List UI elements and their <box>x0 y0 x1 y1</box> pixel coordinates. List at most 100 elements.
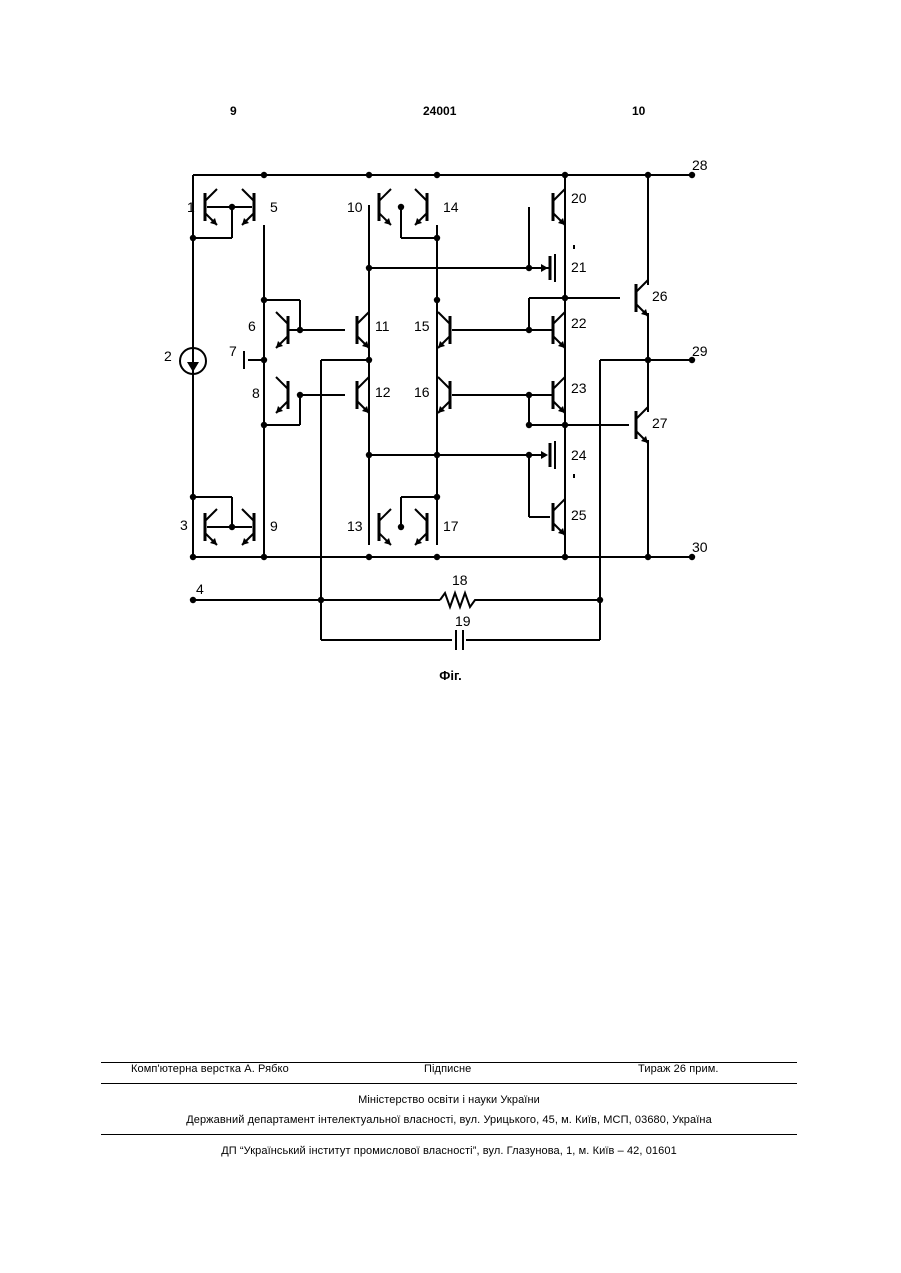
junction-dot-11 <box>297 327 303 333</box>
label-c19: 19 <box>455 613 471 629</box>
label-r18: 18 <box>452 572 468 588</box>
label-t23: 23 <box>571 380 587 396</box>
label-t12: 12 <box>375 384 391 400</box>
label-t24: 24 <box>571 447 587 463</box>
label-t6: 6 <box>248 318 256 334</box>
label-t9: 9 <box>270 518 278 534</box>
label-t17: 17 <box>443 518 459 534</box>
transistor-t23-collector <box>553 377 565 389</box>
junction-dot-17 <box>434 297 440 303</box>
transistor-t22-collector <box>553 312 565 324</box>
label-t14: 14 <box>443 199 459 215</box>
label-t26: 26 <box>652 288 668 304</box>
junction-dot-31 <box>398 524 404 530</box>
fet-24-gate-arrow <box>541 451 548 459</box>
footer-institute: ДП “Український інститут промислової вла… <box>101 1145 797 1157</box>
junction-dot-36 <box>434 554 440 560</box>
junction-dot-19 <box>434 452 440 458</box>
transistor-t5-collector <box>242 189 254 201</box>
junction-dot-35 <box>366 554 372 560</box>
transistor-t3-collector <box>205 509 217 521</box>
label-t3: 3 <box>180 517 188 533</box>
fet-21-gate-arrow <box>541 264 548 272</box>
transistor-t6-collector <box>276 312 288 324</box>
label-t15: 15 <box>414 318 430 334</box>
transistor-t14-collector <box>415 189 427 201</box>
label-n7: 7 <box>229 343 237 359</box>
transistor-t10-collector <box>379 189 391 201</box>
footer-circulation: Тираж 26 прим. <box>638 1063 719 1075</box>
junction-dot-4 <box>645 172 651 178</box>
resistor-18 <box>440 593 480 607</box>
junction-dot-32 <box>434 494 440 500</box>
label-t5: 5 <box>270 199 278 215</box>
transistor-t20-collector <box>553 189 565 201</box>
transistor-t13-collector <box>379 509 391 521</box>
label-t21: 21 <box>571 259 587 275</box>
junction-dot-6 <box>190 235 196 241</box>
junction-dot-27 <box>645 357 651 363</box>
footer-layout-credit: Комп'ютерна верстка А. Рябко <box>131 1063 289 1075</box>
transistor-t25-collector <box>553 499 565 511</box>
junction-dot-18 <box>366 452 372 458</box>
transistor-t17-collector <box>415 509 427 521</box>
junction-dot-42 <box>597 597 603 603</box>
junction-dot-33 <box>190 554 196 560</box>
junction-dot-30 <box>229 524 235 530</box>
label-n28: 28 <box>692 157 708 173</box>
label-t1: 1 <box>187 199 195 215</box>
junction-dot-2 <box>434 172 440 178</box>
junction-dot-8 <box>398 204 404 210</box>
label-t11: 11 <box>375 318 390 334</box>
junction-dot-26 <box>526 452 532 458</box>
footer-rule-bottom <box>101 1134 797 1135</box>
transistor-t1-collector <box>205 189 217 201</box>
transistor-t26-collector <box>636 280 648 292</box>
circuit-schematic: 1 5 10 14 20 28 21 26 6 11 15 22 2 7 29 … <box>0 0 901 700</box>
junction-dot-34 <box>261 554 267 560</box>
junction-dot-0 <box>261 172 267 178</box>
junction-dot-3 <box>562 172 568 178</box>
figure-caption: Фіг. <box>0 668 901 683</box>
junction-dot-16 <box>366 357 372 363</box>
junction-dot-14 <box>297 392 303 398</box>
junction-dot-9 <box>434 235 440 241</box>
transistor-t27-collector <box>636 407 648 419</box>
label-t13: 13 <box>347 518 363 534</box>
footer-department: Державний департамент інтелектуальної вл… <box>101 1114 797 1126</box>
junction-dot-41 <box>318 597 324 603</box>
junction-dot-20 <box>526 265 532 271</box>
footer-ministry: Міністерство освіти і науки України <box>101 1094 797 1106</box>
label-n30: 30 <box>692 539 708 555</box>
junction-dot-25 <box>562 422 568 428</box>
junction-dot-1 <box>366 172 372 178</box>
junction-dot-38 <box>645 554 651 560</box>
junction-dot-40 <box>190 597 196 603</box>
transistor-t11-collector <box>357 312 369 324</box>
junction-dot-12 <box>261 357 267 363</box>
transistor-t16-collector <box>438 377 450 389</box>
footer-signed: Підписне <box>424 1063 471 1075</box>
junction-dot-24 <box>526 422 532 428</box>
label-t20: 20 <box>571 190 587 206</box>
junction-dot-37 <box>562 554 568 560</box>
label-t25: 25 <box>571 507 587 523</box>
footer-rule-middle <box>101 1083 797 1084</box>
label-t8: 8 <box>252 385 260 401</box>
junction-dot-13 <box>261 422 267 428</box>
transistor-t15-collector <box>438 312 450 324</box>
label-n2: 2 <box>164 348 172 364</box>
transistor-t8-collector <box>276 377 288 389</box>
label-n29: 29 <box>692 343 708 359</box>
junction-dot-22 <box>526 327 532 333</box>
label-t10: 10 <box>347 199 363 215</box>
junction-dot-7 <box>229 204 235 210</box>
junction-dot-10 <box>261 297 267 303</box>
label-t27: 27 <box>652 415 668 431</box>
label-t22: 22 <box>571 315 587 331</box>
junction-dot-23 <box>526 392 532 398</box>
label-t16: 16 <box>414 384 430 400</box>
junction-dot-21 <box>562 295 568 301</box>
transistor-t12-collector <box>357 377 369 389</box>
transistor-t9-collector <box>242 509 254 521</box>
